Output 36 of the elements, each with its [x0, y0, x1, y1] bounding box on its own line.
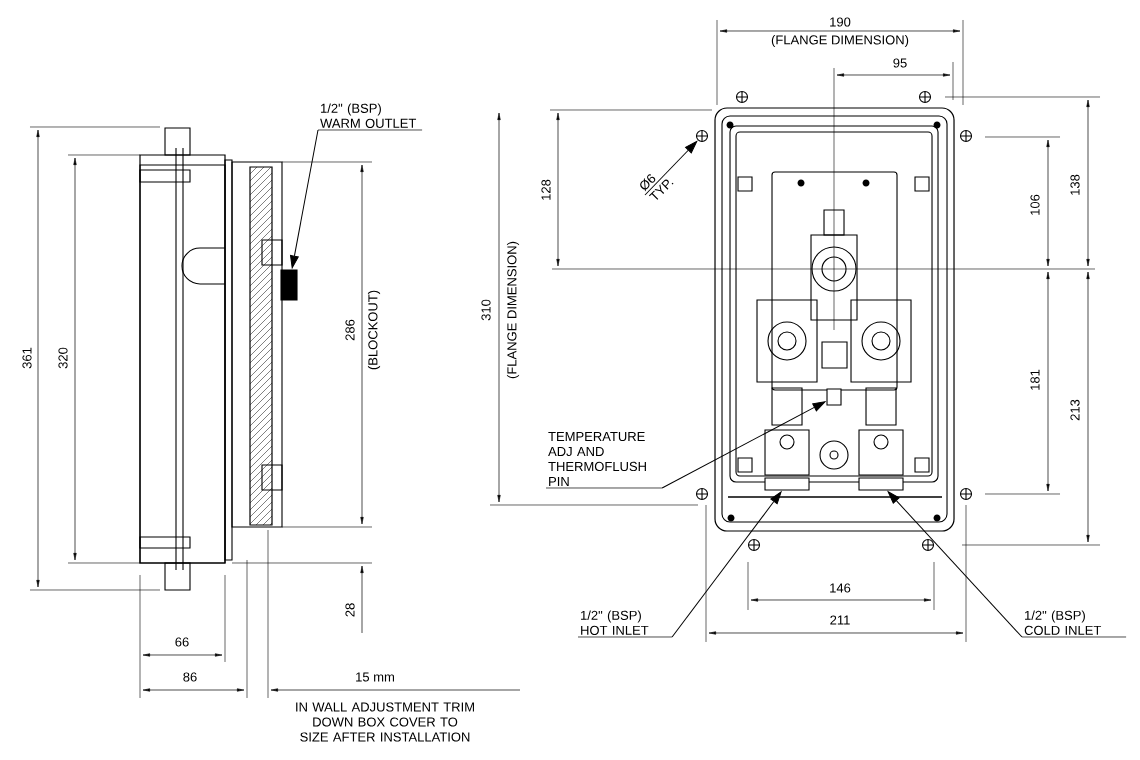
- dimension-label: 95: [893, 58, 907, 68]
- fitting-part: [280, 269, 298, 301]
- leader-arrow: [671, 491, 782, 638]
- dimension-label: 66: [175, 637, 189, 647]
- dimension-label: 128: [541, 179, 551, 200]
- screw-hole: [695, 129, 709, 143]
- leader-arrow: [644, 141, 698, 196]
- dimension-label: 86: [183, 672, 197, 682]
- dimension-label: 106: [1030, 194, 1040, 215]
- note-text: IN WALL ADJUSTMENT TRIM DOWN BOX COVER TO SIZE AFTER INSTALLATION: [296, 702, 474, 742]
- dimension-label: 190: [830, 17, 851, 27]
- dimension-label: 310: [481, 299, 491, 321]
- fitting-part: [826, 388, 842, 406]
- callout-text: 1/2" (BSP) HOT INLET: [581, 610, 649, 635]
- callout-text: TEMPERATURE ADJ AND THERMOFLUSH PIN: [548, 432, 646, 486]
- dimension-label: (BLOCKOUT): [367, 290, 381, 370]
- dimension-label: 28: [345, 603, 355, 617]
- leader-arrow: [661, 401, 826, 489]
- dimension-label: 15 mm: [356, 672, 394, 682]
- fitting-part: [764, 477, 810, 491]
- fitting-part: [858, 477, 904, 491]
- callout-text: 1/2" (BSP) COLD INLET: [1024, 610, 1102, 635]
- dimension-label: 146: [830, 583, 851, 593]
- dimension-label: (FLANGE DIMENSION): [506, 241, 520, 379]
- callout-text: Ø6 TYP.: [640, 174, 674, 200]
- dimension-label: 211: [830, 615, 850, 625]
- dimension-label: 286: [345, 319, 355, 341]
- dimension-label: 213: [1070, 399, 1080, 421]
- leader-arrow: [290, 129, 319, 269]
- dimension-label: (FLANGE DIMENSION): [771, 34, 909, 48]
- dimension-label: 320: [58, 347, 68, 369]
- dimension-label: 181: [1030, 369, 1040, 390]
- dimension-label: 138: [1070, 174, 1080, 195]
- dimension-label: 361: [22, 347, 32, 369]
- leader-arrow: [887, 491, 1023, 638]
- callout-text: 1/2" (BSP) WARM OUTLET: [320, 103, 417, 128]
